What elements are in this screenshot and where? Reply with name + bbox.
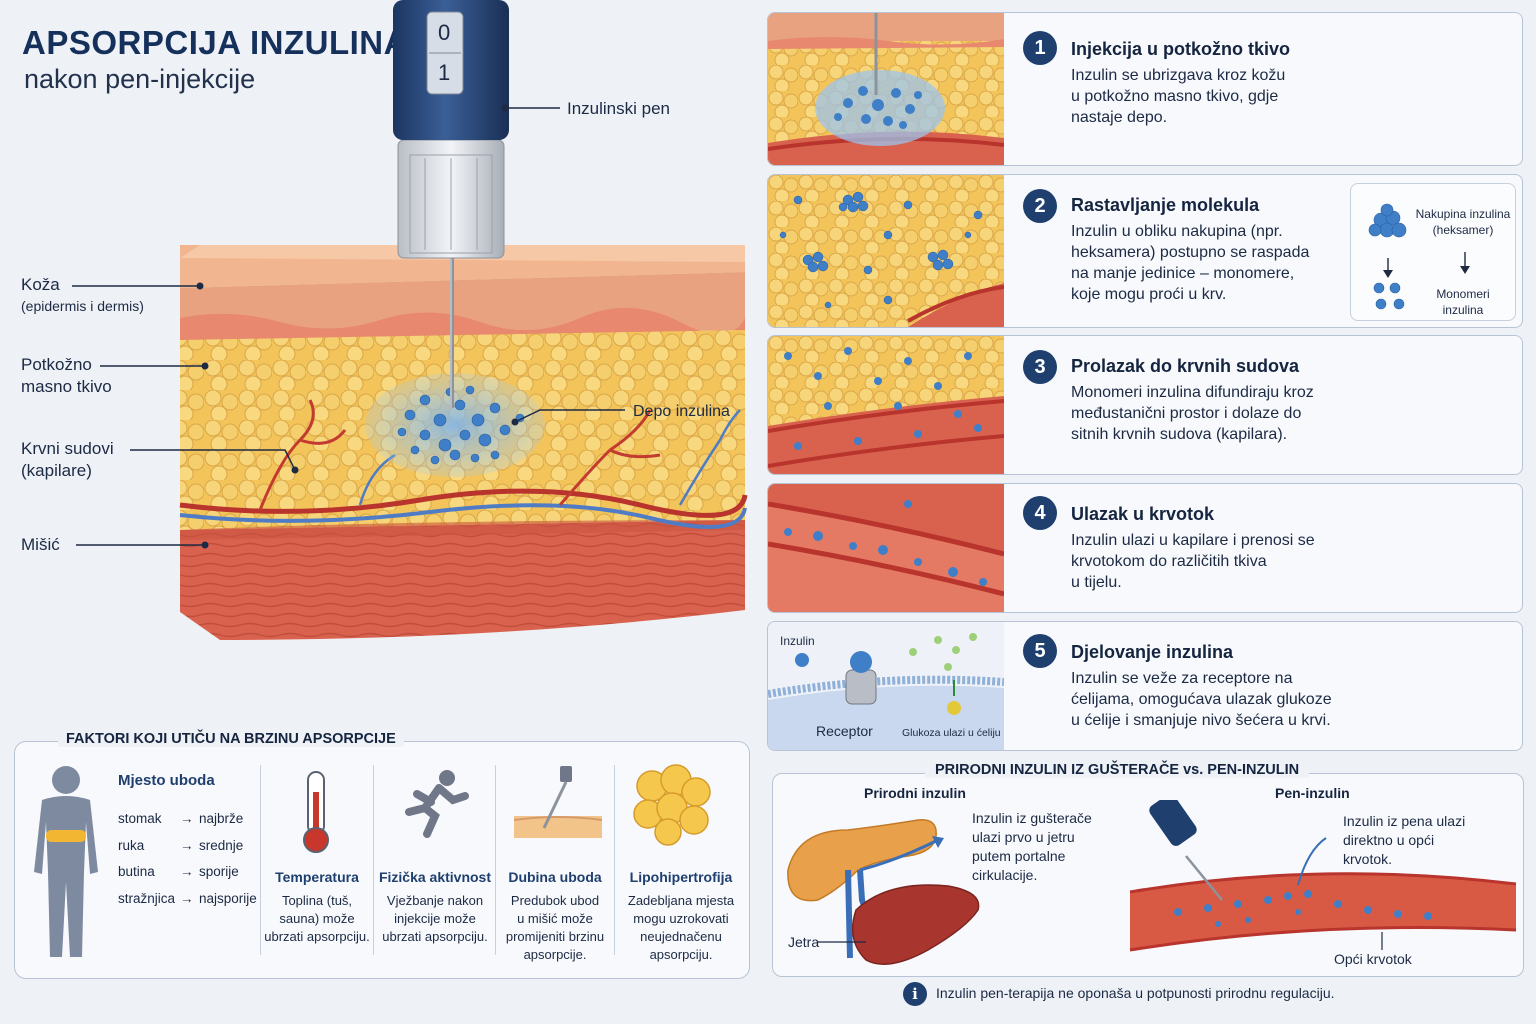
step-5-thumbnail — [768, 622, 1004, 750]
step-1-number: 1 — [1023, 31, 1057, 65]
info-icon: i — [903, 982, 927, 1006]
step-card-1: 1 Injekcija u potkožno tkivo Inzulin se … — [767, 12, 1523, 166]
thermometer-icon — [303, 771, 329, 853]
step-4-thumbnail — [768, 484, 1004, 612]
vessels-label-1: Krvni sudovi — [21, 439, 114, 458]
depot-label: Depo inzulina — [633, 403, 730, 420]
step-card-5: Inzulin Receptor Glukoza ulazi u ćeliju … — [767, 621, 1523, 751]
info-note: Inzulin pen-terapija ne oponaša u potpun… — [936, 985, 1335, 1001]
pen-label: Inzulinski pen — [567, 99, 671, 118]
liver-label: Jetra — [788, 934, 820, 950]
page-title: APSORPCIJA INZULINA — [22, 24, 408, 61]
step-3-title: Prolazak do krvnih sudova — [1071, 356, 1300, 376]
pen-insulin-title: Pen-inzulin — [1275, 785, 1350, 801]
factor-divider — [260, 765, 261, 955]
step-2-description: Inzulin u obliku nakupina (npr.heksamera… — [1071, 223, 1310, 303]
step-2-title: Rastavljanje molekula — [1071, 195, 1260, 215]
factor-divider — [495, 765, 496, 955]
fat-label-1: Potkožno — [21, 355, 92, 374]
step-card-4: 4 Ulazak u krvotok Inzulin ulazi u kapil… — [767, 483, 1523, 613]
step-5-insulin-label: Inzulin — [780, 634, 815, 648]
step-3-number: 3 — [1023, 350, 1057, 384]
pen-dose-dial-top: 0 — [438, 20, 451, 45]
page-subtitle: nakon pen-injekcije — [24, 64, 256, 94]
hexamer-label: Nakupina inzulina(heksamer) — [1415, 207, 1511, 237]
needle-depth-icon — [513, 766, 603, 838]
step-1-title: Injekcija u potkožno tkivo — [1071, 39, 1291, 59]
body-silhouette-icon — [34, 766, 98, 957]
skin-label: Koža — [21, 275, 60, 294]
hexamer-monomer-icon — [1368, 203, 1470, 310]
blood-circulation-label: Opći krvotok — [1334, 951, 1412, 967]
fat-cells-icon — [633, 764, 711, 846]
fat-label-2: masno tkivo — [21, 377, 112, 396]
natural-insulin-title: Prirodni inzulin — [864, 785, 966, 801]
step-1-thumbnail — [768, 13, 1004, 165]
step-5-glucose-label: Glukoza ulazi u ćeliju — [902, 727, 1001, 739]
skin-cross-section-illustration — [72, 0, 748, 640]
step-4-number: 4 — [1023, 496, 1057, 530]
skin-note-label: (epidermis i dermis) — [21, 298, 144, 314]
vessels-label-2: (kapilare) — [21, 461, 92, 480]
comparison-illustration — [787, 800, 1517, 965]
step-4-title: Ulazak u krvotok — [1071, 504, 1215, 524]
comparison-title: PRIRODNI INZULIN IZ GUŠTERAČE vs. PEN-IN… — [925, 762, 1310, 778]
factor-divider — [614, 765, 615, 955]
step-5-title: Djelovanje inzulina — [1071, 642, 1234, 662]
step-card-3: 3 Prolazak do krvnih sudova Monomeri inz… — [767, 335, 1523, 475]
step-5-number: 5 — [1023, 634, 1057, 668]
factors-title: FAKTORI KOJI UTIČU NA BRZINU APSORPCIJE — [58, 731, 404, 747]
step-5-receptor-label: Receptor — [816, 723, 873, 739]
site-title: Mjesto uboda — [118, 772, 215, 789]
factor-divider — [373, 765, 374, 955]
muscle-label: Mišić — [21, 535, 60, 554]
pen-dose-dial-bottom: 1 — [438, 60, 451, 85]
factors-panel — [14, 741, 750, 979]
step-card-2: 2 Rastavljanje molekula Inzulin u obliku… — [767, 174, 1523, 328]
step-3-thumbnail — [768, 336, 1004, 474]
running-person-icon — [405, 770, 469, 838]
step-2-number: 2 — [1023, 189, 1057, 223]
step-2-thumbnail — [768, 175, 1004, 327]
site-arrows: →→→→ — [180, 811, 194, 906]
